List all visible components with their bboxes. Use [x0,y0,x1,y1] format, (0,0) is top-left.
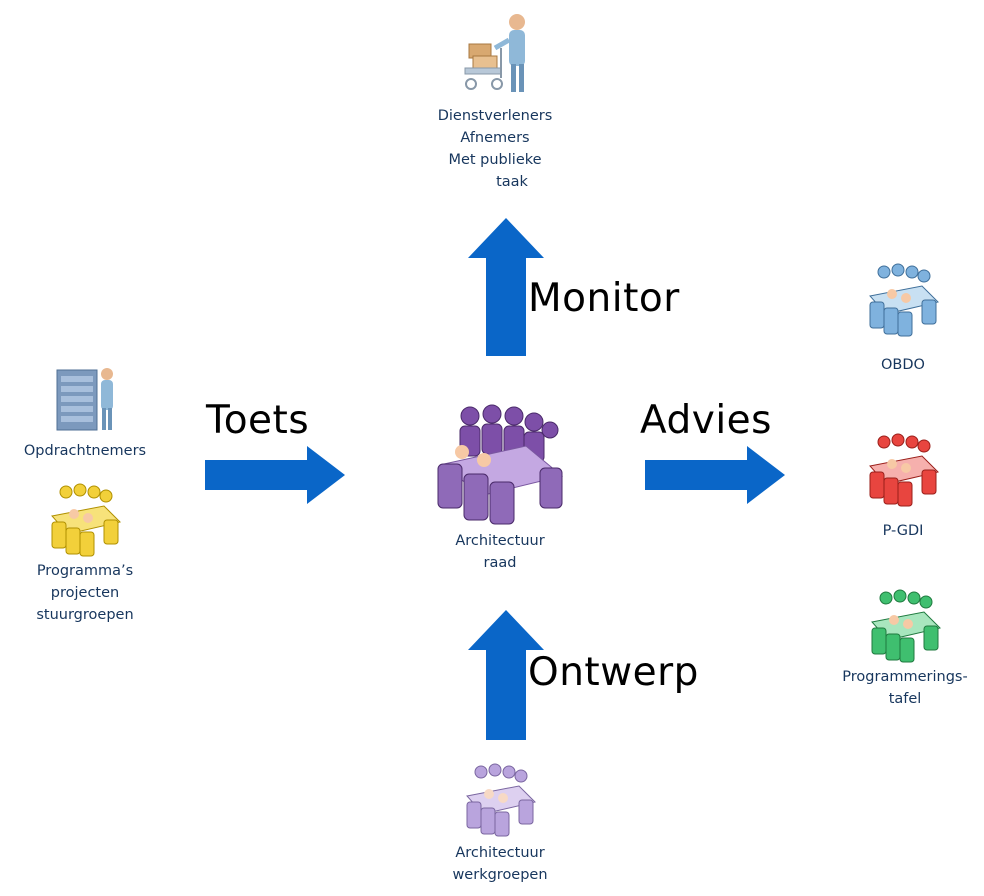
programmeringstafel-label: Programmerings- tafel [826,666,984,710]
meeting-group-icon [871,589,941,663]
obdo-label: OBDO [881,357,925,373]
programmeringstafel-node: Programmerings- tafel [826,588,984,710]
programs-line-2: projecten [50,585,120,601]
meeting-group-icon [466,763,536,837]
programs-label: Programma’s projecten stuurgroepen [0,560,170,626]
monitor-arrow [468,218,544,356]
prog-line-1: Programmerings- [842,669,968,685]
monitor-label: Monitor [528,276,680,321]
programs-line-3: stuurgroepen [36,607,134,623]
service-providers-label: Dienstverleners Afnemers Met publieke ta… [420,105,570,193]
ontwerp-label: Ontwerp [528,650,699,695]
contractors-node: Opdrachtnemers [0,360,170,462]
meeting-group-icon [869,433,939,507]
architecture-council-node: Architectuur raad [420,404,580,574]
top-line-1: Dienstverleners [437,108,553,124]
toets-arrow [205,446,345,504]
top-line-4: taak [496,174,528,190]
top-line-3: Met publieke [448,152,542,168]
top-line-2: Afnemers [460,130,530,146]
architecture-workgroups-node: Architectuur werkgroepen [420,762,580,886]
prog-line-2: tafel [888,691,922,707]
meeting-group-icon [437,404,564,525]
toets-label: Toets [206,398,310,443]
advies-arrow [645,446,785,504]
meeting-group-icon [51,483,121,557]
person-at-server-icon [56,368,113,431]
workgroups-label: Architectuur werkgroepen [420,842,580,886]
advies-label: Advies [640,398,772,443]
workgroups-line-1: Architectuur [455,845,545,861]
meeting-group-icon [869,263,939,337]
service-providers-node: Dienstverleners Afnemers Met publieke ta… [420,8,570,193]
ontwerp-arrow [468,610,544,740]
council-line-2: raad [483,555,517,571]
council-line-1: Architectuur [455,533,545,549]
programs-node: Programma’s projecten stuurgroepen [0,482,170,626]
contractors-label: Opdrachtnemers [23,443,147,459]
person-with-cart-icon [464,14,525,92]
p-gdi-label: P-GDI [882,523,924,539]
p-gdi-node: P-GDI [828,432,978,542]
architecture-council-label: Architectuur raad [420,530,580,574]
obdo-node: OBDO [828,262,978,376]
workgroups-line-2: werkgroepen [452,867,548,883]
programs-line-1: Programma’s [36,563,134,579]
